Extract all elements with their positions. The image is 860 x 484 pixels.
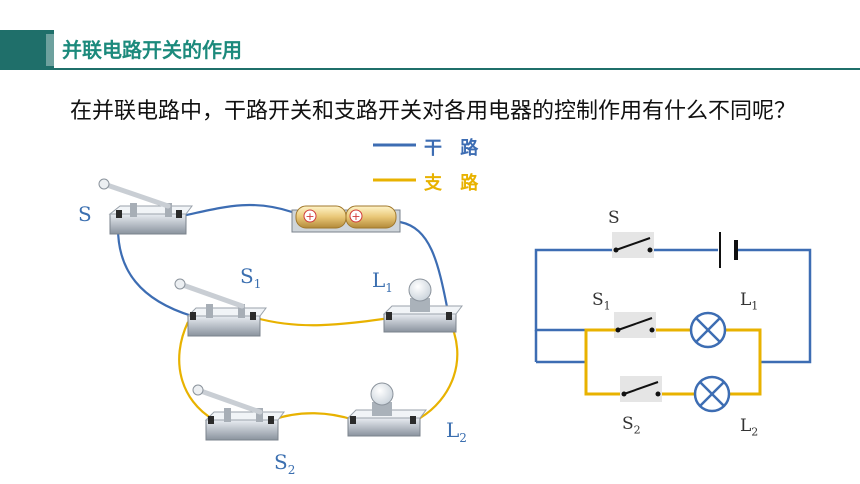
switch-s2-photo <box>192 384 285 441</box>
label-s2-schematic: S2 <box>622 414 641 437</box>
schematic-main-left <box>534 248 614 332</box>
label-s1-schematic: S1 <box>592 290 611 313</box>
label-l1-photo: L1 <box>372 268 393 295</box>
switch-s1-photo <box>174 278 267 337</box>
legend-main-label: 干 路 <box>424 138 485 159</box>
lamp-l1-photo <box>382 278 463 333</box>
battery-photo: + + <box>291 205 401 233</box>
label-l2-photo: L2 <box>446 418 467 445</box>
label-l1-schematic: L1 <box>740 290 759 313</box>
title-bar <box>0 30 860 70</box>
label-s1-photo: S1 <box>240 264 262 291</box>
wire-branch-1 <box>255 316 391 327</box>
legend-branch-label: 支 路 <box>424 173 485 194</box>
schematic-switch-s1 <box>617 317 653 331</box>
switch-s-photo <box>98 178 193 235</box>
label-s-schematic: S <box>608 208 620 228</box>
schematic-branch-loop <box>584 328 762 396</box>
label-s2-photo: S2 <box>274 450 296 477</box>
wire-branch-3 <box>178 321 215 421</box>
page-title: 并联电路开关的作用 <box>62 38 242 62</box>
schematic-main-right <box>738 248 812 364</box>
legend-swatches <box>373 143 416 182</box>
svg-text:+: + <box>305 210 314 223</box>
title-block-accent <box>46 34 54 66</box>
label-s-photo: S <box>78 202 92 226</box>
title-block <box>0 30 54 70</box>
lamp-l2-photo <box>346 382 427 437</box>
label-l2-schematic: L2 <box>740 416 759 439</box>
wire-main-2 <box>399 220 450 313</box>
wire-main-3 <box>116 227 193 318</box>
wire-main-1 <box>181 203 293 218</box>
question-text: 在并联电路中，干路开关和支路开关对各用电器的控制作用有什么不同呢？ <box>70 99 797 124</box>
svg-text:+: + <box>351 210 360 223</box>
schematic-switch-s2 <box>623 381 659 395</box>
schematic-switch-s <box>615 237 651 251</box>
